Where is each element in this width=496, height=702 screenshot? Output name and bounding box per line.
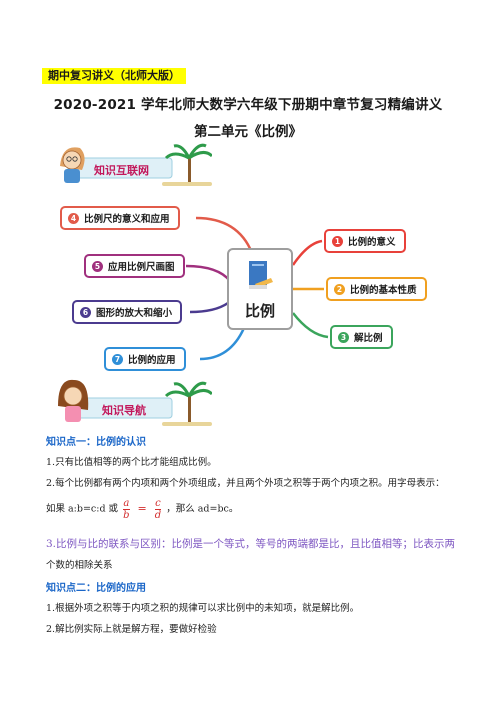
node-number: 7 bbox=[112, 354, 123, 365]
node-label: 图形的放大和缩小 bbox=[96, 308, 173, 319]
page-subtitle: 第二单元《比例》 bbox=[194, 124, 302, 140]
mindmap-node-3: 3 解比例 bbox=[330, 325, 393, 349]
banner-illustration bbox=[58, 379, 214, 426]
palm-tree-icon bbox=[162, 143, 214, 186]
text-line: 1.根据外项之积等于内项之积的规律可以求比例中的未知项，就是解比例。 bbox=[46, 603, 360, 614]
equals-sign: = bbox=[137, 502, 147, 515]
text-line: 个数的相除关系 bbox=[46, 560, 113, 571]
formula-line: 如果 a:b=c:d 或 a b = c d ，那么 ad=bc。 bbox=[46, 494, 238, 524]
guide-banner: 知识导航 bbox=[42, 376, 214, 426]
mindmap-node-5: 5 应用比例尺画图 bbox=[84, 254, 185, 278]
formula-prefix: 如果 a:b=c:d 或 bbox=[46, 503, 119, 515]
palm-tree-icon bbox=[162, 381, 214, 426]
fraction-denominator: b bbox=[123, 508, 130, 521]
mindmap-center: 比例 bbox=[227, 248, 293, 330]
section-heading-1: 知识点一：比例的认识 bbox=[46, 437, 146, 448]
network-banner: 知识互联网 bbox=[42, 140, 214, 188]
mindmap-node-7: 7 比例的应用 bbox=[104, 347, 186, 371]
node-number: 3 bbox=[338, 332, 349, 343]
node-number: 6 bbox=[80, 307, 91, 318]
mindmap-connectors bbox=[185, 216, 329, 361]
mindmap-node-6: 6 图形的放大和缩小 bbox=[72, 300, 183, 324]
banner-illustration bbox=[60, 143, 214, 186]
node-label: 比例的基本性质 bbox=[350, 285, 417, 296]
text-line: 1.只有比值相等的两个比才能组成比例。 bbox=[46, 457, 217, 468]
text-line: 3.比例与比的联系与区别：比例是一个等式，等号的两端都是比，且比值相等；比表示两 bbox=[46, 538, 456, 550]
section-heading-2: 知识点二：比例的应用 bbox=[46, 583, 146, 594]
node-label: 比例的意义 bbox=[348, 237, 396, 248]
mindmap-node-1: 1 比例的意义 bbox=[324, 229, 406, 253]
node-label: 比例的应用 bbox=[128, 355, 176, 366]
fraction-a-b: a b bbox=[123, 497, 130, 521]
network-banner-label: 知识互联网 bbox=[94, 164, 149, 177]
node-number: 4 bbox=[68, 213, 79, 224]
node-number: 2 bbox=[334, 284, 345, 295]
text-line: 2.解比例实际上就是解方程，要做好检验 bbox=[46, 624, 217, 635]
node-label: 比例尺的意义和应用 bbox=[84, 214, 170, 225]
formula-suffix: ，那么 ad=bc。 bbox=[166, 503, 239, 515]
node-label: 应用比例尺画图 bbox=[108, 262, 175, 273]
mindmap-node-4: 4 比例尺的意义和应用 bbox=[60, 206, 180, 230]
handout-tag: 期中复习讲义（北师大版） bbox=[42, 68, 186, 84]
fraction-numerator: c bbox=[155, 497, 161, 509]
book-icon bbox=[249, 261, 273, 289]
page-title: 2020-2021 学年北师大数学六年级下册期中章节复习精编讲义 bbox=[53, 97, 443, 113]
fraction-denominator: d bbox=[154, 508, 162, 521]
fraction-numerator: a bbox=[123, 497, 130, 509]
node-number: 1 bbox=[332, 236, 343, 247]
node-label: 解比例 bbox=[354, 333, 383, 344]
mindmap-node-2: 2 比例的基本性质 bbox=[326, 277, 427, 301]
guide-banner-label: 知识导航 bbox=[102, 404, 146, 417]
fraction-c-d: c d bbox=[154, 497, 162, 521]
text-line: 2.每个比例都有两个内项和两个外项组成，并且两个外项之积等于两个内项之积。用字母… bbox=[46, 478, 445, 489]
center-label: 比例 bbox=[244, 302, 275, 320]
node-number: 5 bbox=[92, 261, 103, 272]
